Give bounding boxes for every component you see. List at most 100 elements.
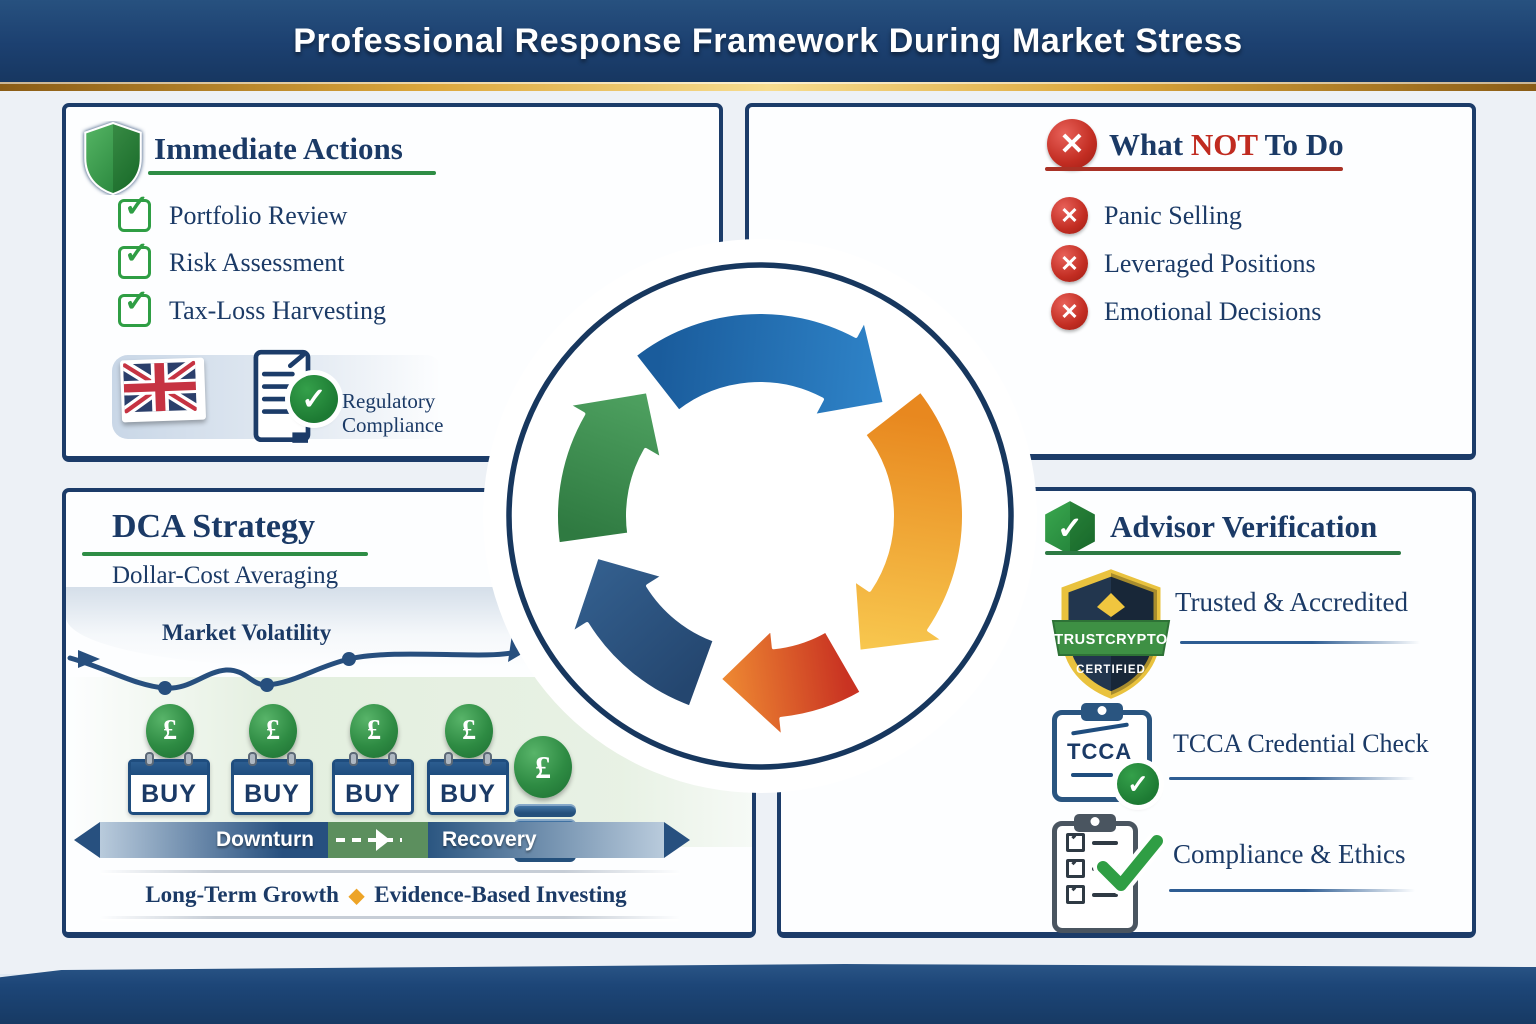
downturn-segment: Downturn bbox=[100, 822, 328, 858]
dashed-line-icon bbox=[336, 838, 402, 842]
title-word-not: NOT bbox=[1190, 127, 1258, 162]
what-not-to-do-underline bbox=[1045, 167, 1343, 171]
avoid-label: Panic Selling bbox=[1104, 200, 1242, 230]
dca-subtitle: Dollar-Cost Averaging bbox=[112, 562, 339, 589]
clipboard-clip-icon bbox=[1074, 814, 1116, 832]
cycle-arrow-navy bbox=[568, 554, 717, 710]
check-glyph: ✓ bbox=[1127, 768, 1149, 799]
badge-bottom-label: CERTIFIED bbox=[1076, 664, 1146, 676]
cycle-arrow-orange bbox=[851, 388, 966, 654]
clipboard-row bbox=[1066, 833, 1133, 852]
x-glyph: ✕ bbox=[1060, 202, 1079, 228]
left-arrowhead-icon bbox=[74, 822, 100, 858]
checklist-item: ✓ Risk Assessment bbox=[118, 239, 345, 279]
growth-label: Long-Term Growth bbox=[145, 882, 339, 907]
market-cycle-diagram bbox=[483, 239, 1037, 793]
svg-text:✓: ✓ bbox=[1057, 510, 1083, 545]
buy-calendar-icon: BUY bbox=[427, 752, 509, 815]
buy-calendar-icon: BUY bbox=[332, 752, 414, 815]
checklist-item: ✓ Tax-Loss Harvesting bbox=[118, 287, 386, 327]
market-phase-arrow: Downturn Recovery bbox=[74, 822, 690, 858]
tcca-check-icon: ✓ bbox=[1117, 763, 1159, 805]
volatility-line-chart bbox=[67, 634, 537, 695]
checklist-label: Portfolio Review bbox=[169, 200, 348, 230]
separator bbox=[100, 916, 680, 919]
x-glyph: ✕ bbox=[1060, 298, 1079, 324]
trusted-accredited-label: Trusted & Accredited bbox=[1175, 587, 1408, 617]
check-glyph: ✓ bbox=[301, 382, 327, 416]
what-not-to-do-title: What NOT To Do bbox=[1109, 127, 1344, 163]
cycle-arrow-blue bbox=[632, 310, 887, 419]
buy-label: BUY bbox=[141, 780, 197, 808]
thin-underline bbox=[1169, 889, 1415, 892]
cycle-arrow-green bbox=[554, 389, 665, 547]
page-title: Professional Response Framework During M… bbox=[293, 22, 1243, 60]
checklist-item: ✓ Portfolio Review bbox=[118, 192, 348, 232]
tcca-credential-label: TCCA Credential Check bbox=[1173, 729, 1429, 758]
tcca-text: TCCA bbox=[1067, 739, 1133, 764]
document-icon bbox=[248, 347, 318, 452]
checklist-label: Risk Assessment bbox=[169, 247, 345, 277]
big-check-icon bbox=[1093, 831, 1167, 895]
avoid-label: Leveraged Positions bbox=[1104, 248, 1316, 278]
dca-underline bbox=[82, 552, 368, 556]
line-start-arrow-icon bbox=[78, 650, 100, 668]
right-arrowhead-icon bbox=[664, 822, 690, 858]
x-glyph: ✕ bbox=[1059, 127, 1085, 161]
verified-hexagon-icon: ✓ bbox=[1045, 501, 1095, 555]
dash-arrowhead-icon bbox=[376, 829, 390, 851]
badge-top-label: TRUSTCRYPTO bbox=[1054, 632, 1167, 648]
pound-coin-icon: £ bbox=[445, 704, 493, 758]
recovery-label: Recovery bbox=[442, 828, 537, 851]
avoid-item: ✕ Panic Selling bbox=[1051, 197, 1242, 234]
transition-segment bbox=[328, 822, 428, 858]
title-banner: Professional Response Framework During M… bbox=[0, 0, 1536, 82]
advisor-underline bbox=[1045, 551, 1401, 555]
trustcrypto-badge-icon: TRUSTCRYPTO CERTIFIED bbox=[1051, 569, 1171, 699]
compliance-line2: Compliance bbox=[342, 413, 444, 438]
x-circle-icon: ✕ bbox=[1051, 197, 1088, 234]
check-glyph: ✓ bbox=[124, 190, 150, 223]
x-circle-icon: ✕ bbox=[1051, 293, 1088, 330]
pound-coin-icon: £ bbox=[350, 704, 398, 758]
uk-flag-icon bbox=[119, 357, 207, 423]
compliance-ethics-label: Compliance & Ethics bbox=[1173, 839, 1406, 869]
pound-glyph: £ bbox=[367, 715, 381, 746]
x-glyph: ✕ bbox=[1060, 250, 1079, 276]
pound-glyph: £ bbox=[462, 715, 476, 746]
thin-underline bbox=[1180, 641, 1420, 644]
shield-icon bbox=[84, 121, 142, 195]
check-glyph: ✓ bbox=[124, 285, 150, 318]
footer-band bbox=[0, 964, 1536, 1024]
compliance-check-icon: ✓ bbox=[290, 375, 338, 423]
growth-row: Long-Term Growth◆Evidence-Based Investin… bbox=[86, 882, 686, 908]
buy-calendar-icon: BUY bbox=[128, 752, 210, 815]
diamond-icon: ◆ bbox=[348, 885, 365, 907]
clipboard-line-icon bbox=[1071, 773, 1113, 777]
x-circle-icon: ✕ bbox=[1047, 119, 1097, 169]
checklist-label: Tax-Loss Harvesting bbox=[169, 295, 386, 325]
downturn-label: Downturn bbox=[216, 828, 314, 851]
pound-glyph: £ bbox=[535, 749, 551, 785]
clipboard-line-icon bbox=[1071, 722, 1129, 736]
thin-underline bbox=[1169, 777, 1415, 780]
separator bbox=[100, 870, 680, 873]
pound-glyph: £ bbox=[266, 715, 280, 746]
pound-coin-icon: £ bbox=[146, 704, 194, 758]
title-word-post: To Do bbox=[1257, 127, 1344, 162]
avoid-label: Emotional Decisions bbox=[1104, 296, 1322, 326]
immediate-actions-underline bbox=[148, 171, 436, 175]
avoid-item: ✕ Emotional Decisions bbox=[1051, 293, 1321, 330]
pound-coin-icon: £ bbox=[249, 704, 297, 758]
clipboard-clip-icon bbox=[1081, 703, 1123, 721]
checkbox-icon: ✓ bbox=[118, 192, 151, 232]
title-word-pre: What bbox=[1109, 127, 1191, 162]
buy-label: BUY bbox=[440, 780, 496, 808]
clipboard-row bbox=[1066, 885, 1133, 904]
buy-label: BUY bbox=[244, 780, 300, 808]
x-circle-icon: ✕ bbox=[1051, 245, 1088, 282]
pound-glyph: £ bbox=[163, 715, 177, 746]
pound-coin-icon: £ bbox=[514, 736, 572, 798]
check-glyph: ✓ bbox=[124, 237, 150, 270]
avoid-item: ✕ Leveraged Positions bbox=[1051, 245, 1316, 282]
